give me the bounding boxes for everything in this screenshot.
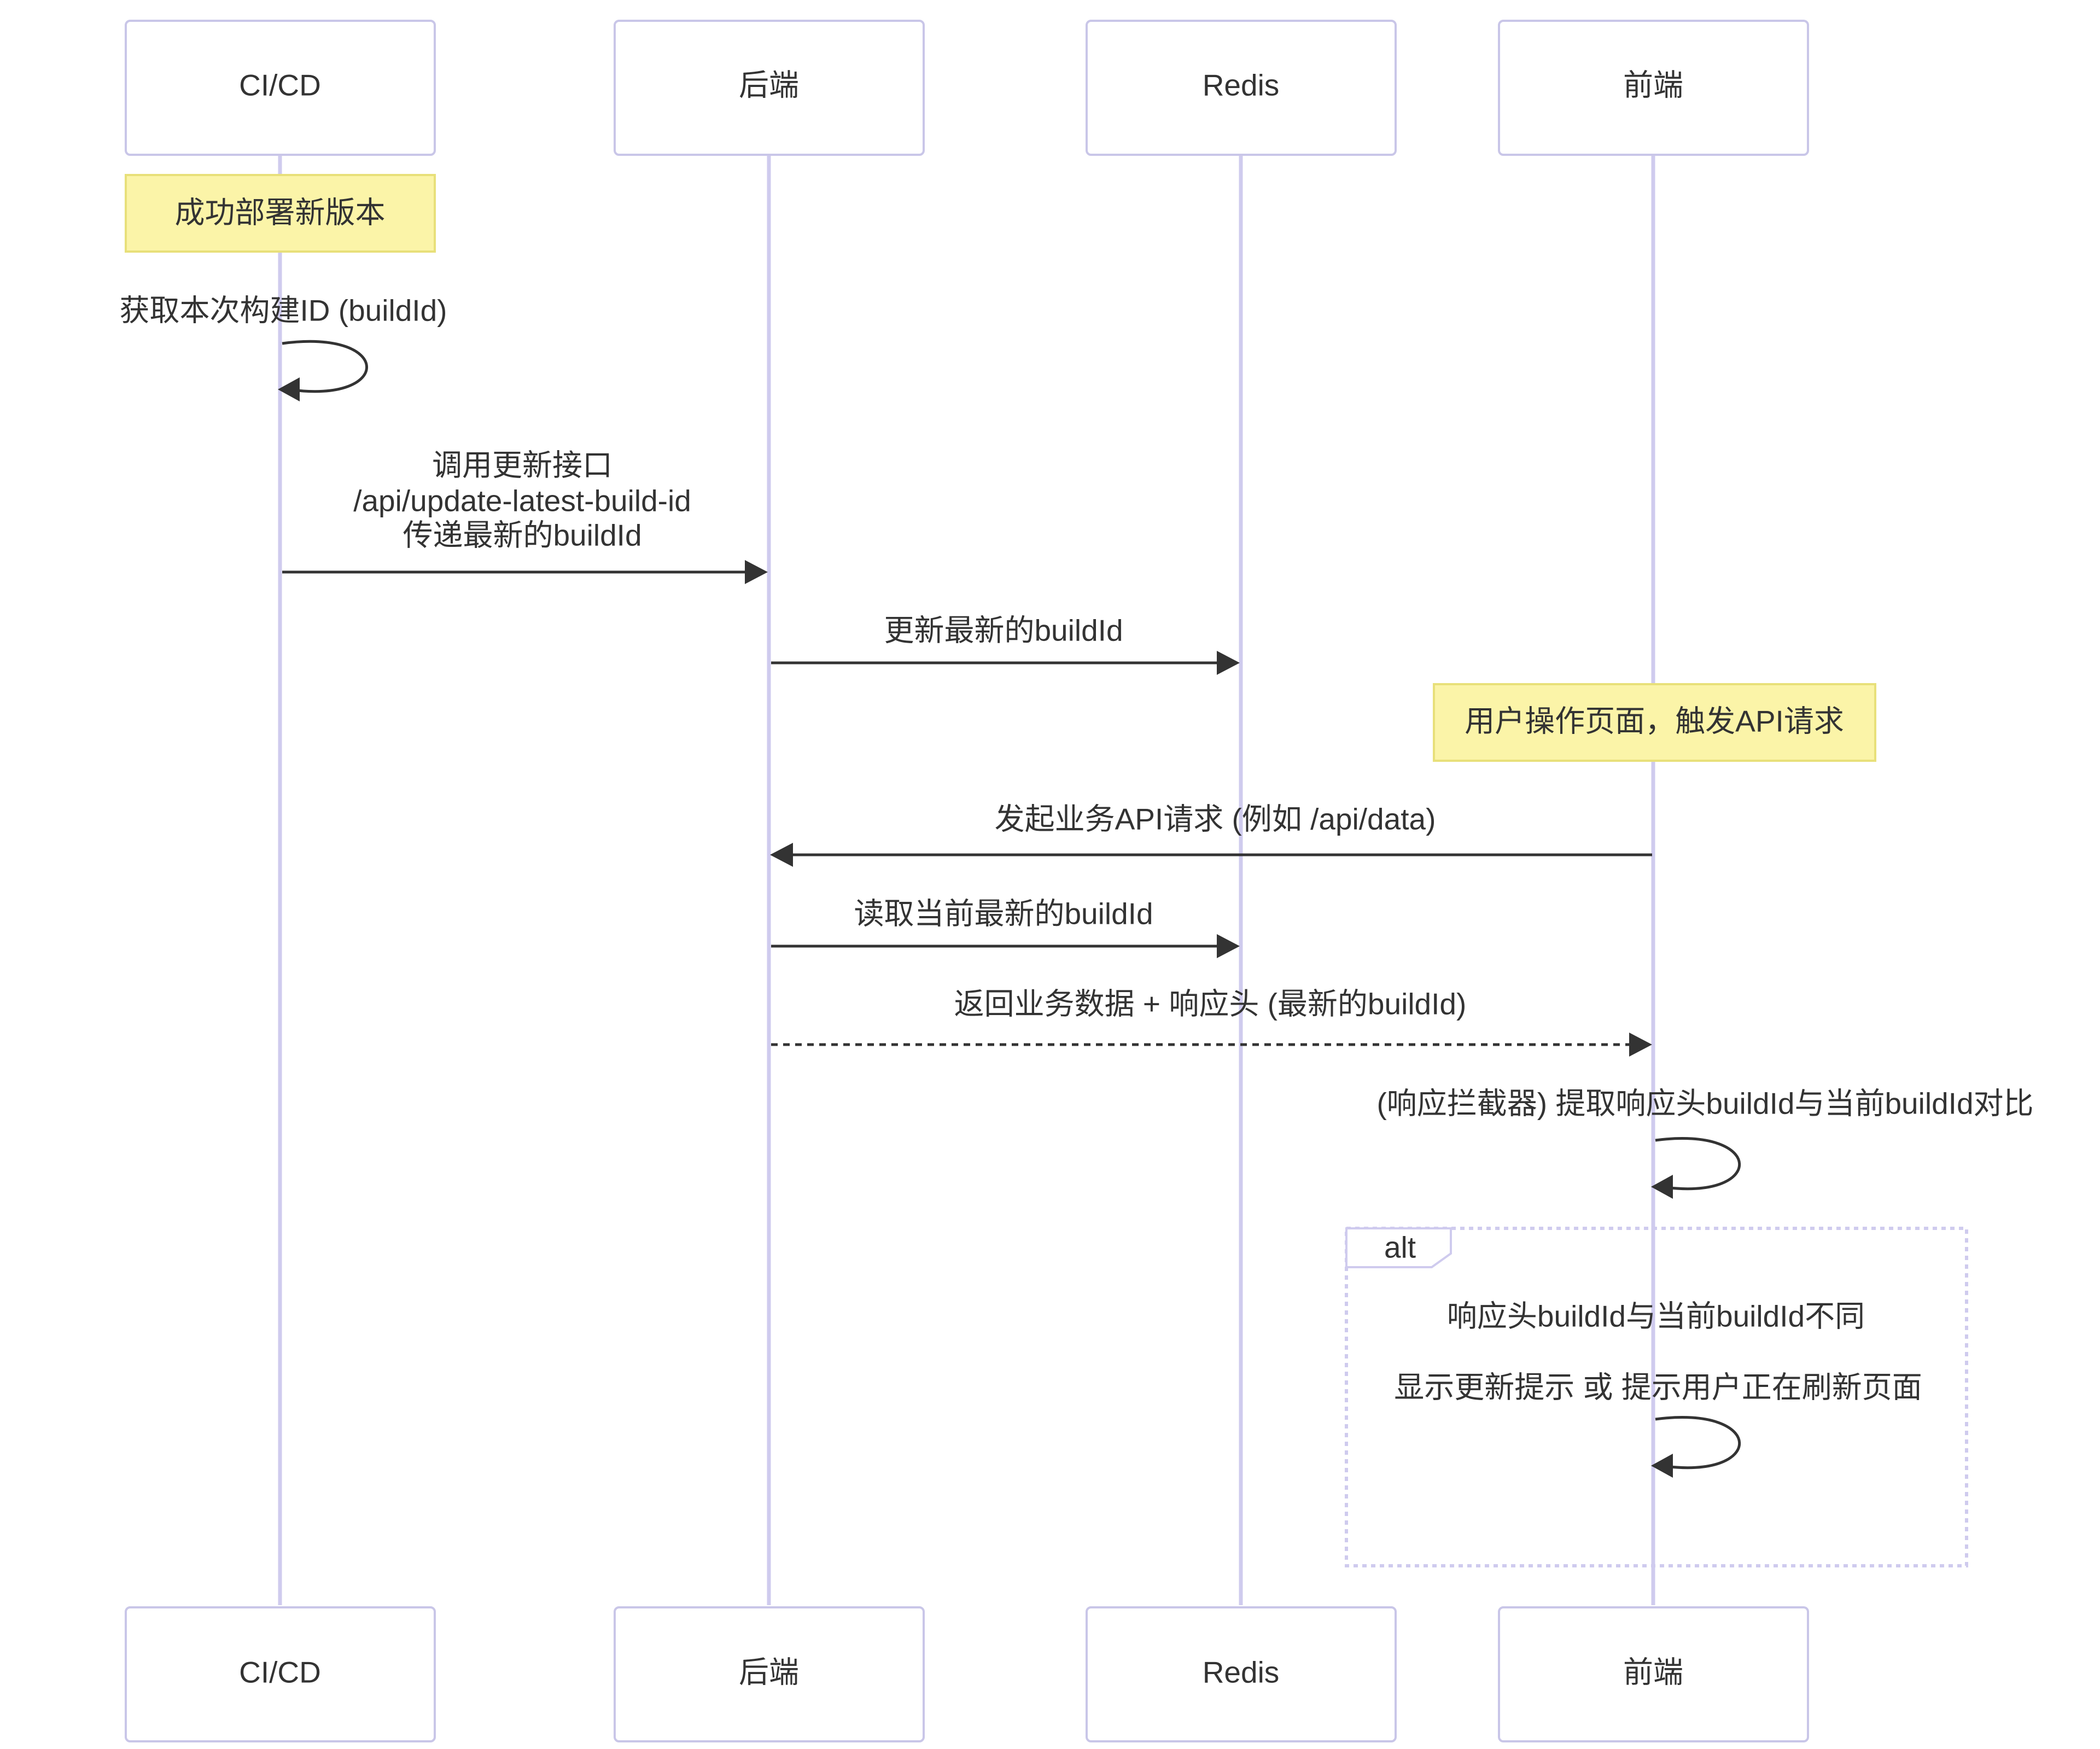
note-text: 用户操作页面，触发API请求 bbox=[1465, 704, 1844, 738]
actor-label: Redis bbox=[1203, 68, 1280, 102]
arrow-head bbox=[770, 843, 793, 867]
actor-label: CI/CD bbox=[239, 68, 321, 102]
arrow-head bbox=[278, 377, 300, 401]
message-send-request: 发起业务API请求 (例如 /api/data) bbox=[770, 802, 1652, 867]
message-show-tip: 显示更新提示 或 提示用户正在刷新页面 bbox=[1394, 1371, 1922, 1478]
message-label: /api/update-latest-build-id bbox=[353, 484, 691, 518]
message-label: (响应拦截器) 提取响应头buildId与当前buildId对比 bbox=[1376, 1087, 2033, 1121]
actor-cicd-top: CI/CD bbox=[125, 20, 436, 156]
actor-backend-bottom: 后端 bbox=[614, 1606, 925, 1742]
message-label: 传递最新的buildId bbox=[402, 518, 641, 552]
message-label: 调用更新接口 bbox=[432, 448, 612, 482]
alt-condition: 响应头buildId与当前buildId不同 bbox=[1447, 1299, 1865, 1333]
message-label: 更新最新的buildId bbox=[884, 614, 1123, 648]
note-user-action: 用户操作页面，触发API请求 bbox=[1433, 683, 1876, 762]
message-label: 读取当前最新的buildId bbox=[854, 897, 1153, 931]
actor-label: 后端 bbox=[739, 68, 799, 102]
actor-label: Redis bbox=[1203, 1655, 1280, 1689]
note-text: 成功部署新版本 bbox=[174, 196, 385, 230]
actor-backend-top: 后端 bbox=[614, 20, 925, 156]
arrow-head bbox=[1629, 1033, 1652, 1057]
alt-frame: alt 响应头buildId与当前buildId不同 bbox=[1345, 1227, 1968, 1567]
arrow-head bbox=[1651, 1454, 1673, 1478]
actor-label: 后端 bbox=[739, 1655, 799, 1689]
note-deploy: 成功部署新版本 bbox=[125, 174, 436, 253]
message-call-update: 调用更新接口 /api/update-latest-build-id 传递最新的… bbox=[282, 448, 768, 584]
actor-label: 前端 bbox=[1623, 68, 1683, 102]
arrow-head bbox=[745, 560, 768, 584]
arrow-head bbox=[1217, 651, 1240, 675]
actor-label: 前端 bbox=[1623, 1655, 1683, 1689]
message-label: 获取本次构建ID (buildId) bbox=[120, 294, 447, 328]
message-update-redis: 更新最新的buildId bbox=[771, 614, 1240, 675]
actor-cicd-bottom: CI/CD bbox=[125, 1606, 436, 1742]
actor-label: CI/CD bbox=[239, 1655, 321, 1689]
message-compare: (响应拦截器) 提取响应头buildId与当前buildId对比 bbox=[1376, 1087, 2034, 1199]
arrow-head bbox=[1651, 1175, 1673, 1199]
alt-tab bbox=[1345, 1227, 1452, 1268]
message-return-data: 返回业务数据 + 响应头 (最新的buildId) bbox=[771, 987, 1652, 1057]
message-label: 显示更新提示 或 提示用户正在刷新页面 bbox=[1394, 1371, 1922, 1404]
message-label: 发起业务API请求 (例如 /api/data) bbox=[995, 802, 1436, 836]
actor-frontend-top: 前端 bbox=[1498, 20, 1809, 156]
alt-label: alt bbox=[1384, 1231, 1416, 1264]
actor-frontend-bottom: 前端 bbox=[1498, 1606, 1809, 1742]
message-get-build-id: 获取本次构建ID (buildId) bbox=[120, 294, 447, 401]
actor-redis-bottom: Redis bbox=[1086, 1606, 1397, 1742]
message-read-redis: 读取当前最新的buildId bbox=[771, 897, 1240, 958]
actor-redis-top: Redis bbox=[1086, 20, 1397, 156]
message-label: 返回业务数据 + 响应头 (最新的buildId) bbox=[954, 987, 1467, 1021]
arrow-head bbox=[1217, 934, 1240, 958]
